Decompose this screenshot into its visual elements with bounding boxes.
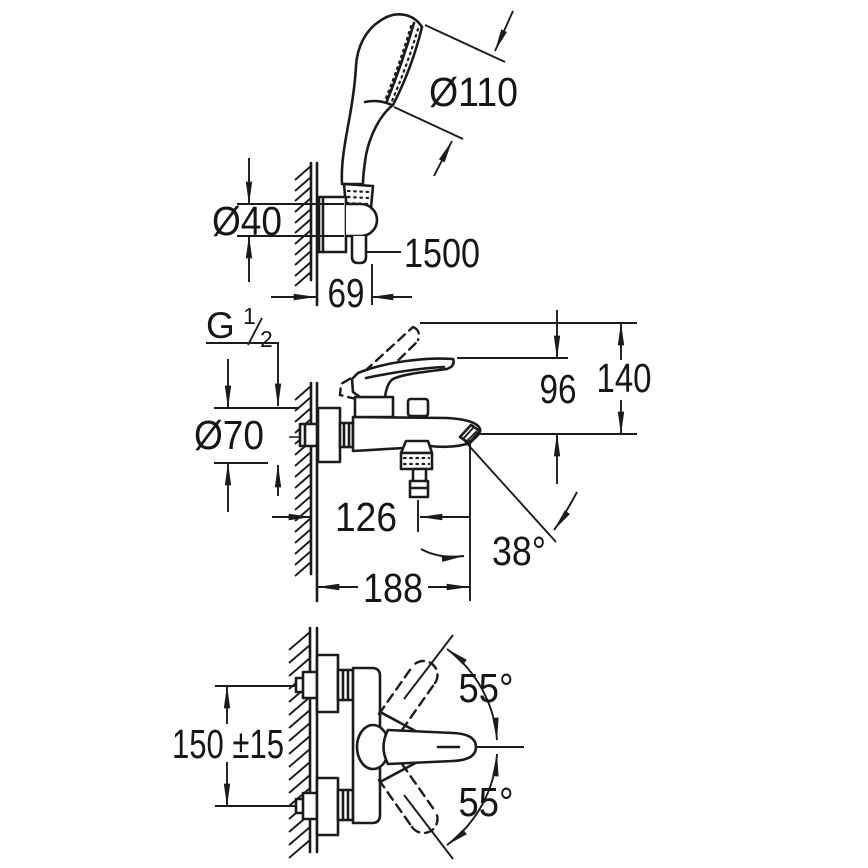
dim-lever-height: 96 — [540, 310, 577, 484]
dim-label-wall-distance: 69 — [328, 270, 365, 316]
shower-outlet-cone — [399, 439, 434, 455]
lever-swung-down-dashed — [377, 762, 439, 835]
wall-hatch — [294, 385, 312, 577]
lever-inner-line — [364, 365, 446, 380]
union-collar-top-facets — [341, 668, 350, 702]
dim-head-diameter: Ø110 — [393, 10, 518, 177]
dim-label-spout-reach: 188 — [363, 565, 423, 611]
spray-face-inner-line — [385, 21, 416, 103]
union-collar-top — [336, 668, 355, 702]
spray-face-nozzle-dots — [384, 24, 420, 103]
thread-numerator: 1 — [243, 303, 256, 329]
escutcheon — [316, 406, 342, 464]
dim-label-swing-up: 55° — [459, 665, 514, 711]
dim-label-bracket-diameter: Ø40 — [212, 198, 282, 244]
dim-escutcheon-diameter: Ø70 — [194, 359, 298, 512]
wall-line — [309, 161, 319, 307]
dim-label-swing-down: 55° — [459, 779, 514, 825]
union-nut — [338, 421, 355, 449]
thread-label: G 1 2 — [206, 303, 282, 496]
cartridge-cap — [353, 395, 395, 419]
wall-line — [309, 381, 319, 603]
dim-label-spout-angle: 38° — [492, 528, 546, 574]
dim-shower-outlet-offset: 126 — [272, 494, 470, 540]
holder-escutcheon — [317, 195, 348, 254]
hose-outlet-stub — [350, 234, 368, 265]
thread-prefix: G — [206, 305, 235, 346]
angle-arc — [446, 648, 499, 741]
angle-arc-arrow — [553, 491, 578, 531]
angle-reference-line — [461, 437, 557, 543]
angle-arc-arrow — [420, 548, 465, 562]
hose-nipple — [408, 467, 430, 499]
union-collar-bottom — [336, 788, 355, 822]
union-nut-facets — [342, 421, 351, 449]
dim-label-lever-height: 96 — [540, 366, 577, 412]
concealed-pipe-stub — [298, 422, 319, 448]
dim-wall-distance: 69 — [271, 264, 412, 316]
dim-label-lever-raised-height: 140 — [597, 355, 652, 401]
shower-outlet-knurl — [399, 451, 434, 471]
view-hand-shower: Ø110 Ø40 1500 69 — [212, 10, 518, 316]
dim-bracket-diameter: Ø40 — [212, 158, 344, 282]
dim-extension-lines — [393, 24, 506, 140]
shower-outlet-knurl-dots — [402, 456, 431, 466]
wall-hatch — [294, 165, 312, 287]
dim-label-hose-length: 1500 — [404, 230, 480, 276]
view-mixer-top: 55° 55° 150 ±15 — [172, 626, 524, 860]
dim-arrow — [494, 10, 514, 52]
union-collar-bottom-facets — [341, 788, 350, 822]
dim-label-shower-outlet-offset: 126 — [335, 494, 397, 540]
dim-swing-angle-down: 55° — [403, 753, 514, 860]
dim-hose-length: 1500 — [367, 230, 480, 276]
dim-connection-spacing: 150 ±15 — [172, 685, 296, 807]
thread-fraction-slash — [247, 317, 263, 346]
thread-denominator: 2 — [260, 326, 273, 352]
dim-spout-angle: 38° — [420, 437, 578, 574]
spout-aerator — [458, 423, 482, 445]
lever-swung-up-dashed — [377, 659, 439, 732]
lever-raised-dashed — [338, 325, 421, 401]
spout-aerator-hatch — [462, 427, 478, 442]
holder-bracket-arm — [344, 202, 379, 238]
dim-lever-raised-height: 140 — [597, 322, 652, 435]
angle-reference-line — [403, 794, 454, 860]
dim-label-head-diameter: Ø110 — [429, 69, 518, 115]
angle-reference-line — [403, 634, 454, 700]
dim-spout-reach: 188 — [316, 440, 471, 611]
dim-swing-angle-up: 55° — [403, 634, 514, 741]
diverter-knob — [406, 397, 430, 418]
head-handle-joint-line — [363, 99, 394, 107]
angle-arc — [446, 753, 499, 846]
dim-label-escutcheon-diameter: Ø70 — [194, 412, 264, 458]
wall-hatch — [288, 631, 311, 859]
escutcheon-bottom — [315, 776, 340, 837]
lever-handle-top-view — [382, 728, 478, 766]
dim-label-connection-spacing: 150 ±15 — [172, 721, 284, 767]
dim-arrow — [433, 140, 453, 177]
escutcheon-top — [315, 653, 340, 714]
view-mixer-side: G 1 2 Ø70 96 140 — [194, 303, 652, 611]
dim-extension-lines — [237, 203, 344, 237]
